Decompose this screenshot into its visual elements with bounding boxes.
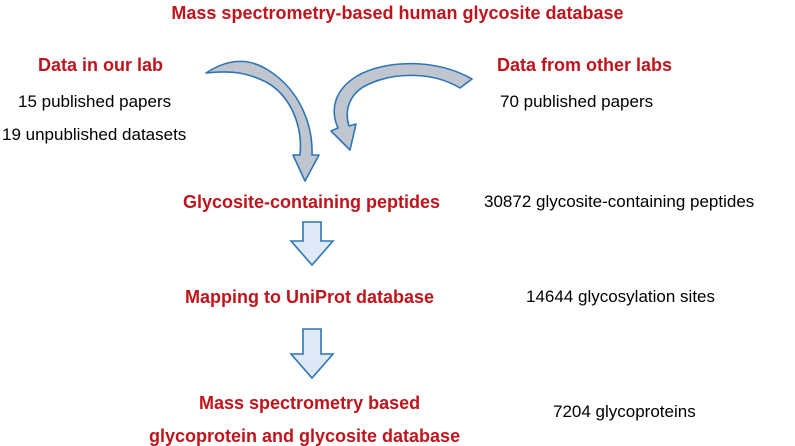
step-3-label-line-1: Mass spectrometry based — [199, 393, 421, 413]
step-1-label: Glycosite-containing peptides — [183, 192, 441, 212]
step-2-result: 14644 glycosylation sites — [526, 287, 716, 306]
curved-arrow-our-lab — [205, 60, 320, 182]
step-1-result: 30872 glycosite-containing peptides — [484, 192, 755, 211]
step-3-result: 7204 glycoproteins — [553, 402, 696, 421]
our-lab-heading: Data in our lab — [38, 55, 164, 75]
diagram-title: Mass spectrometry-based human glycosite … — [171, 3, 624, 23]
down-arrow-1 — [289, 221, 335, 267]
step-3-label-line-2: glycoprotein and glycosite database — [149, 426, 461, 446]
other-labs-line-1: 70 published papers — [500, 92, 654, 111]
down-arrow-2 — [289, 328, 335, 380]
our-lab-line-1: 15 published papers — [18, 92, 172, 111]
curved-arrow-other-labs — [330, 62, 473, 151]
step-2-label: Mapping to UniProt database — [185, 287, 435, 307]
other-labs-heading: Data from other labs — [497, 55, 673, 75]
our-lab-line-2: 19 unpublished datasets — [2, 125, 187, 144]
